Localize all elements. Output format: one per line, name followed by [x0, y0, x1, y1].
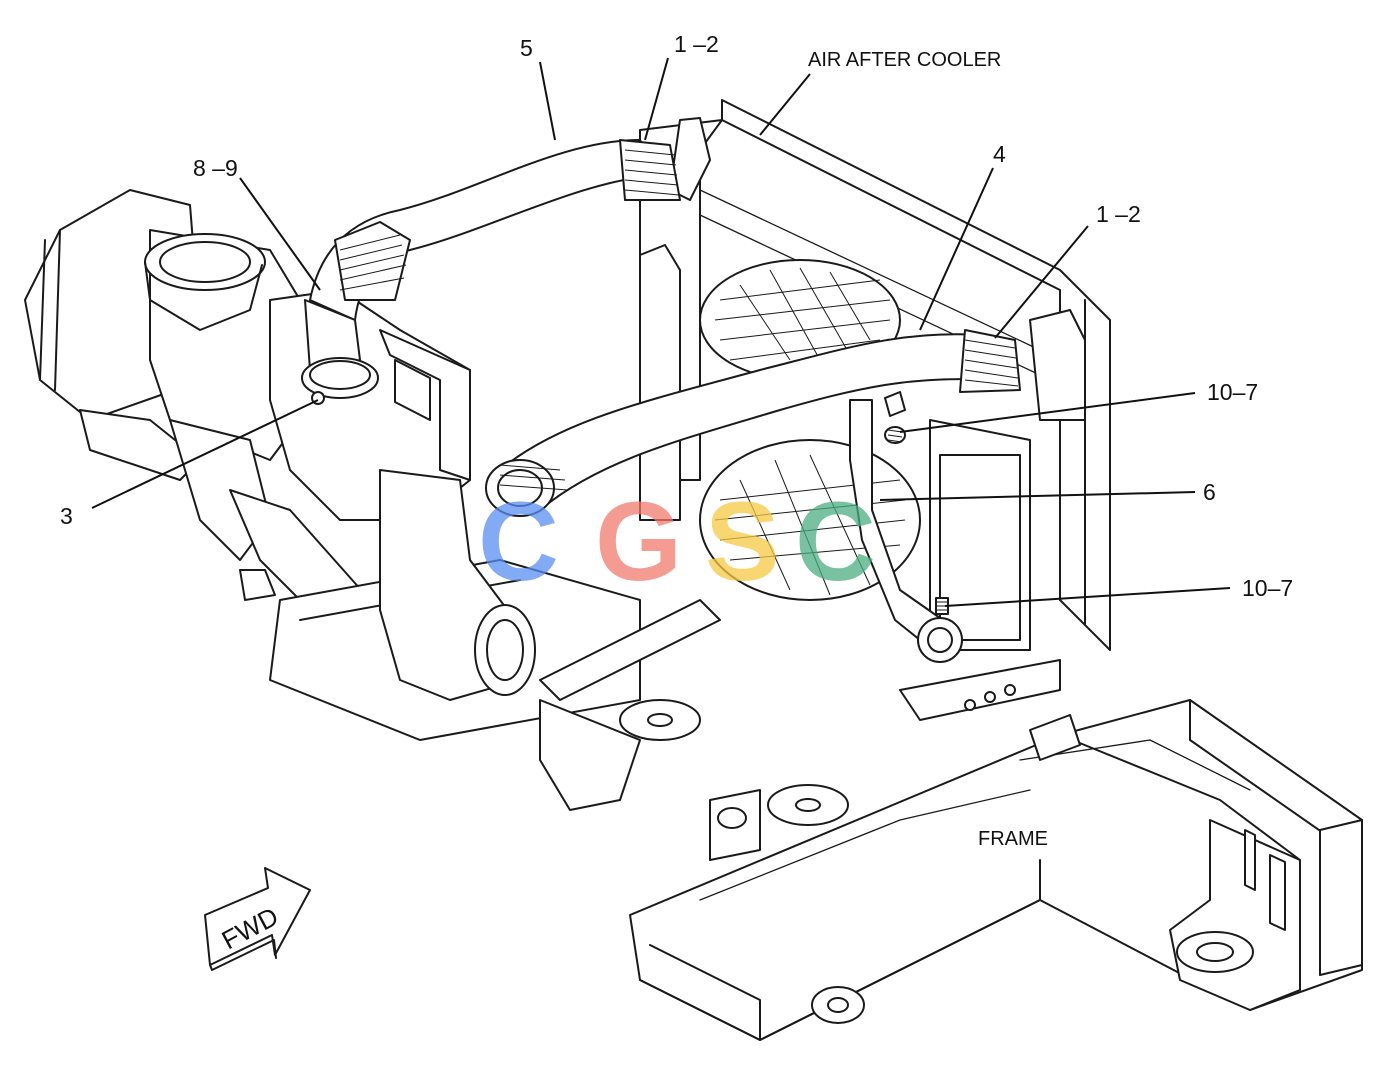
callout-6: 6	[1203, 479, 1216, 505]
callout-8-9: 8 –9	[193, 155, 238, 181]
fitting-10-7-upper	[884, 426, 906, 444]
leader-3	[91, 399, 319, 509]
leader-10-7-upper	[899, 392, 1196, 433]
callout-10-7-lower: 10–7	[1242, 575, 1293, 601]
hose-clamp-upper-right	[619, 139, 681, 201]
watermark-letter-g: G	[595, 479, 682, 604]
frame-structure	[619, 699, 1363, 1041]
callout-10-7-upper: 10–7	[1207, 379, 1258, 405]
leader-6	[879, 491, 1196, 501]
hose-clamp-middle-left	[485, 459, 569, 517]
hose-clamp-upper-left	[334, 221, 411, 301]
air-after-cooler-core	[639, 99, 1111, 721]
leader-1-2-upper	[644, 57, 669, 141]
watermark-letter-c1: C	[478, 479, 559, 604]
fitting-10-7-lower	[935, 597, 949, 615]
leader-4	[919, 167, 994, 331]
leader-8-9	[239, 177, 321, 291]
callout-3: 3	[60, 503, 73, 529]
watermark-letter-s: S	[705, 479, 780, 604]
callout-1-2-upper: 1 –2	[674, 31, 719, 57]
label-air-after-cooler: AIR AFTER COOLER	[808, 49, 1001, 71]
leader-10-7-lower	[944, 587, 1231, 607]
leader-5	[539, 61, 556, 141]
callout-4: 4	[993, 141, 1006, 167]
forward-arrow-icon: FWD	[204, 867, 311, 971]
callout-5: 5	[520, 35, 533, 61]
watermark-logo: C G S C	[478, 479, 876, 604]
callout-1-2-right: 1 –2	[1096, 201, 1141, 227]
elbow-clamp-3	[301, 357, 379, 405]
callout-labels: 5 1 –2 8 –9 4 1 –2 10–7 6 10–7 3 AIR AFT…	[60, 31, 1293, 850]
leader-1-2-right	[994, 225, 1089, 339]
turbocharger-housing	[269, 289, 721, 811]
tube-6	[849, 391, 963, 663]
label-frame: FRAME	[978, 828, 1048, 850]
watermark-letter-c2: C	[795, 479, 876, 604]
hose-clamp-middle-right	[959, 329, 1021, 393]
leader-air-after-cooler	[759, 73, 811, 136]
leader-lines	[91, 57, 1231, 607]
